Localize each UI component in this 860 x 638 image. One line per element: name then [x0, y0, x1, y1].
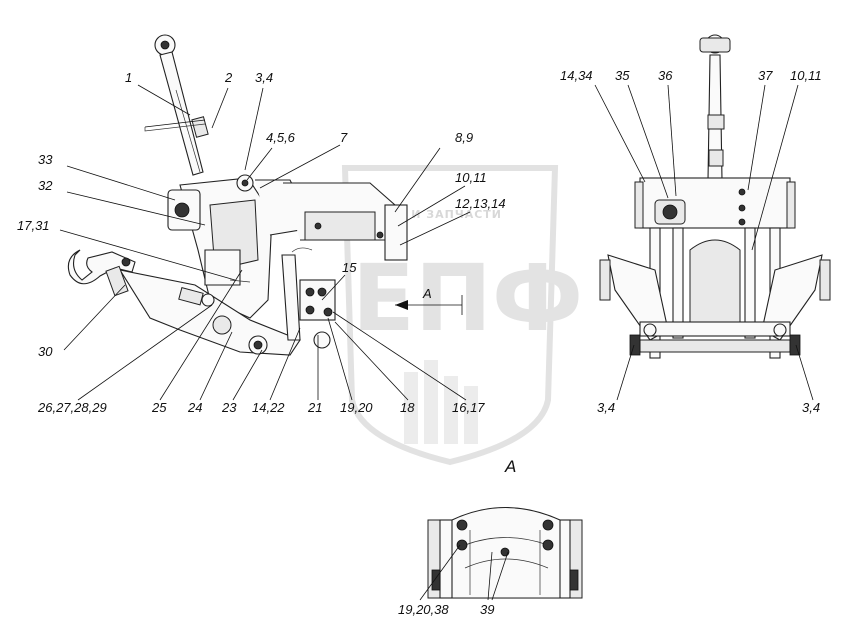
callout-32: 32: [38, 178, 53, 193]
view-label-a: A: [504, 457, 516, 476]
callout-14-22: 14,22: [252, 400, 285, 415]
callout-3-4-right: 3,4: [802, 400, 820, 415]
view-arrow-a: A: [395, 286, 463, 315]
callout-3-4-left: 3,4: [597, 400, 615, 415]
callout-10-11-front: 10,11: [790, 68, 822, 83]
callout-8-9: 8,9: [455, 130, 473, 145]
callout-36: 36: [658, 68, 673, 83]
callout-10-11: 10,11: [455, 170, 487, 185]
callout-1: 1: [125, 70, 132, 85]
callout-14-34: 14,34: [560, 68, 593, 83]
callout-24: 24: [187, 400, 202, 415]
callout-33: 33: [38, 152, 53, 167]
callout-23: 23: [221, 400, 237, 415]
lift-column: [281, 247, 336, 349]
callout-21: 21: [307, 400, 322, 415]
callout-4-5-6: 4,5,6: [266, 130, 296, 145]
hook: [67, 249, 136, 297]
watermark-logo: ТЕХНИКА И ЗАПЧАСТИ ЕПФ: [340, 165, 583, 466]
callout-25: 25: [151, 400, 167, 415]
callout-19-20: 19,20: [340, 400, 373, 415]
callout-26-27-28-29: 26,27,28,29: [37, 400, 107, 415]
callout-16-17: 16,17: [452, 400, 485, 415]
callout-19-20-38: 19,20,38: [398, 602, 449, 617]
front-top-link: [699, 34, 731, 181]
callout-7: 7: [340, 130, 348, 145]
main-bracket: [167, 174, 408, 319]
top-link: [144, 34, 209, 176]
callout-3-4: 3,4: [255, 70, 273, 85]
side-view-leaders: [59, 84, 471, 401]
lower-link-arm: [118, 249, 301, 356]
detail-view-a: [427, 507, 583, 599]
watermark-logo-text: ЕПФ: [352, 245, 583, 352]
callout-15: 15: [342, 260, 357, 275]
callout-39: 39: [480, 602, 494, 617]
side-view: A: [67, 34, 463, 356]
callout-12-13-14: 12,13,14: [455, 196, 506, 211]
callout-17-31: 17,31: [17, 218, 50, 233]
callout-37: 37: [758, 68, 773, 83]
callout-30: 30: [38, 344, 53, 359]
front-view-leaders: [594, 84, 814, 401]
callout-2: 2: [224, 70, 233, 85]
callout-labels: 1 2 3,4 4,5,6 7 8,9 10,11 12,13,14 15 33…: [17, 68, 822, 617]
callout-18: 18: [400, 400, 415, 415]
callout-35: 35: [615, 68, 630, 83]
front-view: [599, 34, 831, 359]
detail-view-leaders: [419, 544, 509, 601]
view-arrow-label: A: [422, 286, 432, 301]
